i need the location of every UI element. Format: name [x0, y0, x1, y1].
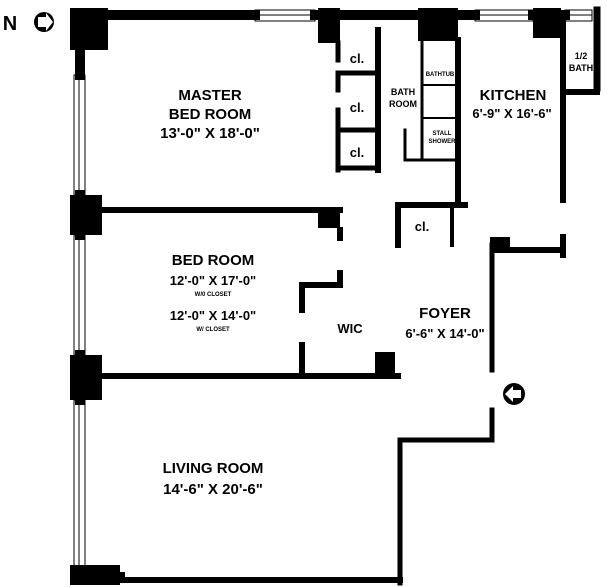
room-half-bath: 1/2 BATH: [569, 51, 593, 73]
bedroom-name: BED ROOM: [172, 252, 255, 269]
closet-label-2: cl.: [350, 100, 364, 115]
compass: N: [3, 12, 54, 35]
interior-walls: [97, 17, 600, 586]
room-master-bedroom: MASTER BED ROOM 13'-0" X 18'-0": [160, 87, 260, 142]
bedroom-note-with-closet: W/ CLOSET: [196, 327, 230, 333]
kitchen-size: 6'-9" X 16'-6": [472, 106, 551, 121]
entry-arrow-icon: [503, 383, 525, 405]
kitchen-name: KITCHEN: [480, 87, 547, 104]
foyer-size: 6'-6" X 14'-0": [405, 326, 484, 341]
room-kitchen: KITCHEN 6'-9" X 16'-6": [472, 87, 551, 121]
foyer-name: FOYER: [419, 305, 471, 322]
half-bath-line1: 1/2: [575, 51, 588, 61]
bedroom-size-without-closet: 12'-0" X 17'-0": [170, 273, 256, 288]
wic-name: WIC: [337, 321, 363, 336]
bedroom-note-without-closet: W/0 CLOSET: [195, 292, 232, 298]
living-size: 14'-6" X 20'-6": [163, 481, 263, 498]
room-wic: WIC: [337, 321, 363, 336]
left-windows: [73, 74, 86, 571]
closets: cl. cl. cl. cl.: [350, 51, 429, 234]
bathtub-label: BATHTUB: [426, 72, 455, 78]
stall-shower: STALL SHOWER: [429, 131, 457, 145]
bathtub: BATHTUB: [426, 72, 455, 78]
stall-shower-line1: STALL: [433, 131, 452, 137]
half-bath-line2: BATH: [569, 63, 593, 73]
room-foyer: FOYER 6'-6" X 14'-0": [405, 305, 484, 341]
stall-shower-line2: SHOWER: [429, 139, 457, 145]
bath-name-line2: ROOM: [389, 99, 417, 109]
compass-letter: N: [3, 13, 17, 35]
closet-label-1: cl.: [350, 51, 364, 66]
room-bath: BATH ROOM: [389, 87, 417, 109]
north-arrow-icon: [34, 12, 54, 32]
closet-label-3: cl.: [350, 145, 364, 160]
master-name-line1: MASTER: [178, 87, 242, 104]
bath-name-line1: BATH: [391, 87, 415, 97]
master-name-line2: BED ROOM: [169, 106, 252, 123]
room-living: LIVING ROOM 14'-6" X 20'-6": [163, 460, 264, 498]
living-name: LIVING ROOM: [163, 460, 264, 477]
room-bedroom: BED ROOM 12'-0" X 17'-0" W/0 CLOSET 12'-…: [170, 252, 256, 333]
pillars: [70, 8, 561, 585]
bedroom-size-with-closet: 12'-0" X 14'-0": [170, 308, 256, 323]
master-size: 13'-0" X 18'-0": [160, 125, 260, 142]
closet-label-4: cl.: [415, 219, 429, 234]
